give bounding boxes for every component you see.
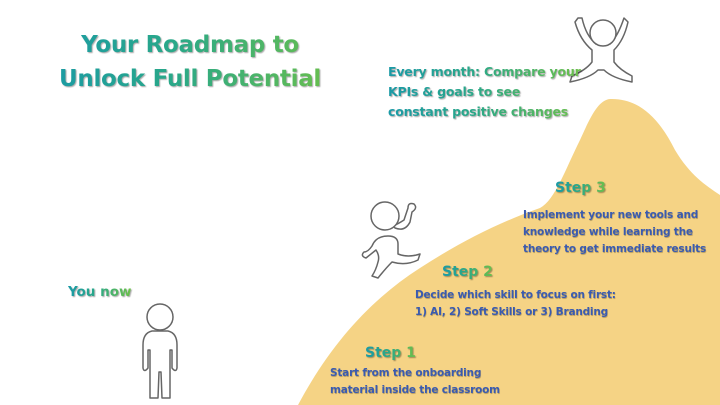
step-1-line-2: material inside the classroom <box>330 384 500 396</box>
step-3-line-2: knowledge while learning the <box>523 226 693 238</box>
step-2-title: Step 2 <box>442 264 493 280</box>
step-1-line-1: Start from the onboarding <box>330 367 482 379</box>
page-title: Your Roadmap to Unlock Full Potential <box>40 28 340 96</box>
monthly-goal-line-3: constant positive changes <box>388 104 568 119</box>
step-3-line-1: Implement your new tools and <box>523 209 699 221</box>
step-3-line-3: theory to get immediate results <box>523 243 707 255</box>
monthly-goal-line-1: Every month: Compare your <box>388 64 581 79</box>
step-1-title: Step 1 <box>365 345 416 361</box>
you-now-label: You now <box>68 284 132 300</box>
title-line-2: Unlock Full Potential <box>59 66 321 92</box>
title-line-1: Your Roadmap to <box>81 32 299 58</box>
step-3-description: Implement your new tools and knowledge w… <box>523 207 706 258</box>
step-2-line-1: Decide which skill to focus on first: <box>415 289 616 301</box>
monthly-goal-text: Every month: Compare your KPIs & goals t… <box>388 62 581 122</box>
step-2-description: Decide which skill to focus on first: 1)… <box>415 287 616 321</box>
step-1-description: Start from the onboarding material insid… <box>330 365 500 399</box>
step-3-title: Step 3 <box>555 180 606 196</box>
step-2-line-2: 1) AI, 2) Soft Skills or 3) Branding <box>415 306 608 318</box>
monthly-goal-line-2: KPIs & goals to see <box>388 84 521 99</box>
